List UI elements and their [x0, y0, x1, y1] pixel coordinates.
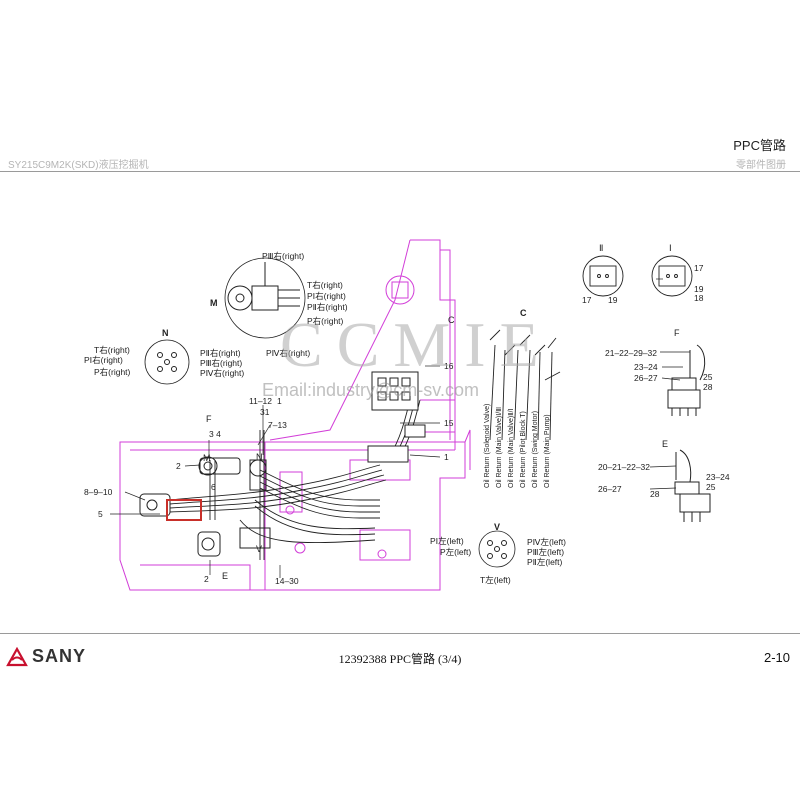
view-e-label: E: [662, 439, 668, 449]
c-return-4: Oil Return (Pilot Block T): [520, 411, 527, 488]
f-28-label: 28: [703, 382, 713, 392]
v-t-label: T左(left): [480, 575, 511, 585]
callout-2-bottom: 2: [204, 574, 209, 584]
callout-1: 1: [444, 452, 449, 462]
view-n-detail: [144, 339, 190, 385]
f-25-label: 25: [703, 372, 713, 382]
watermark-logo: CCMIE: [280, 309, 553, 380]
callout-3-4: 3 4: [209, 429, 221, 439]
c-return-5: Oil Return (Swing Motor): [532, 411, 539, 488]
diagram-labels: M PⅢ右(right) T右(right) PⅠ右(right) PⅡ右(ri…: [84, 243, 730, 586]
v-p4-label: PⅣ左(left): [527, 537, 566, 547]
view-c-detail: [489, 329, 561, 441]
c-return-2: Oil Return (Main Valve)Ⅰ/Ⅲ: [496, 407, 503, 488]
e-20-label: 20–21–22–32: [598, 462, 650, 472]
callout-31: 31: [260, 407, 270, 417]
c-return-6: Oil Return (Main Pump): [544, 414, 551, 488]
sany-logo-icon: [6, 646, 28, 666]
callout-5: 5: [98, 509, 103, 519]
e-25-label: 25: [706, 482, 716, 492]
callout-f: F: [206, 414, 212, 424]
ii-19-label: 19: [608, 295, 618, 305]
c-return-3: Oil Return (Main Valve)Ⅱ/Ⅰ: [508, 408, 515, 488]
callout-16: 16: [444, 361, 454, 371]
e-23-label: 23–24: [706, 472, 730, 482]
v-p-label: P左(left): [440, 547, 471, 557]
callout-1-top: 1: [277, 396, 282, 406]
callout-11-12: 11–12: [249, 396, 272, 406]
brand: SANY: [6, 646, 86, 667]
callout-8-9-10: 8–9–10: [84, 487, 113, 497]
callout-n: N: [256, 452, 263, 462]
view-m-detail: [224, 257, 306, 339]
m-p2-label: PⅡ右(right): [307, 302, 348, 312]
e-28-label: 28: [650, 489, 660, 499]
callout-2-top: 2: [176, 461, 181, 471]
pilot-valve-block: [367, 371, 426, 463]
m-t-label: T右(right): [307, 280, 343, 290]
view-v-label: V: [494, 522, 500, 532]
view-n-label: N: [162, 328, 169, 338]
n-p-label: P右(right): [94, 367, 131, 377]
e-26-label: 26–27: [598, 484, 622, 494]
view-f-label: F: [674, 328, 680, 338]
m-p1-label: PⅠ右(right): [307, 291, 346, 301]
i-17-label: 17: [694, 263, 704, 273]
document-number: 12392388 PPC管路 (3/4): [338, 652, 462, 666]
v-p1-label: PⅠ左(left): [430, 536, 464, 546]
n-p1-label: PⅠ右(right): [84, 355, 123, 365]
header-divider: [0, 171, 800, 172]
callout-6: 6: [211, 482, 216, 492]
view-ii-label: Ⅱ: [599, 243, 603, 253]
c-return-1: Oil Return (Solenoid Valve): [484, 404, 491, 488]
callout-v: V: [256, 544, 262, 554]
joystick-e: [674, 449, 711, 522]
n-p3-label: PⅢ右(right): [200, 358, 242, 368]
m-p-label: P右(right): [307, 316, 344, 326]
page-title: PPC管路: [733, 138, 786, 153]
machine-outline: [119, 239, 471, 591]
callout-14-30: 14–30: [275, 576, 299, 586]
f-23-label: 23–24: [634, 362, 658, 372]
view-v-detail: [478, 530, 516, 568]
n-p4-label: PⅣ右(right): [200, 368, 244, 378]
page-number: 2-10: [763, 650, 790, 665]
callout-e: E: [222, 571, 228, 581]
n-t-label: T右(right): [94, 345, 130, 355]
leader-lines: [110, 278, 690, 578]
highlight-box: [166, 499, 202, 521]
f-21-label: 21–22–29–32: [605, 348, 657, 358]
i-18-label: 18: [694, 293, 704, 303]
n-p2-label: PⅡ右(right): [200, 348, 241, 358]
brand-name: SANY: [32, 646, 87, 666]
m-p4-label: PⅣ右(right): [266, 348, 310, 358]
ii-17-label: 17: [582, 295, 592, 305]
v-p3-label: PⅢ左(left): [527, 547, 564, 557]
i-19-label: 19: [694, 284, 704, 294]
view-c-label: C: [520, 308, 527, 318]
callout-c: C: [448, 315, 455, 325]
view-i-label: Ⅰ: [669, 243, 672, 253]
f-26-label: 26–27: [634, 373, 658, 383]
model-title: SY215C9M2K(SKD)液压挖掘机: [8, 160, 149, 171]
callout-7-13: 7–13: [268, 420, 287, 430]
view-i-ii-details: [582, 255, 693, 297]
callout-m: M: [203, 453, 211, 463]
footer-divider: [0, 633, 800, 634]
right-control-unit: [139, 456, 271, 557]
view-m-label: M: [210, 298, 218, 308]
m-p3-label: PⅢ右(right): [262, 251, 304, 261]
watermark-email: Email:industry@cm-sv.com: [262, 380, 479, 400]
catalog-subtitle: 零部件图册: [736, 160, 786, 171]
v-p2-label: PⅡ左(left): [527, 557, 563, 567]
joystick-f: [667, 344, 706, 416]
callout-15: 15: [444, 418, 454, 428]
